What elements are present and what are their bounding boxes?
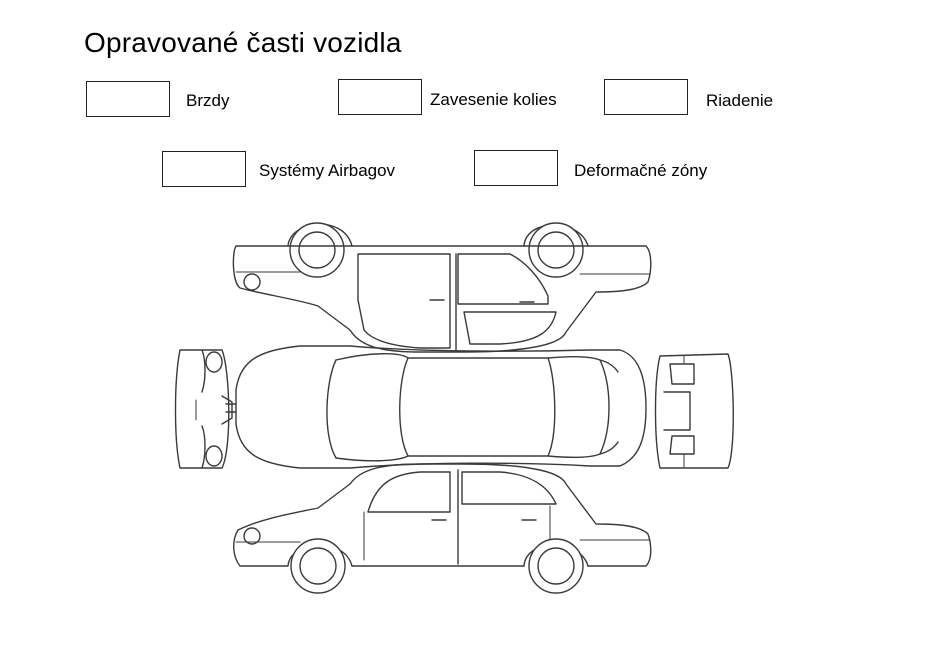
checkbox-riadenie[interactable]	[604, 79, 688, 115]
car-rear-view[interactable]	[654, 353, 734, 469]
label-zavesenie-kolies: Zavesenie kolies	[430, 90, 557, 109]
car-front-view[interactable]	[174, 349, 233, 469]
checkbox-zavesenie-kolies[interactable]	[338, 79, 422, 115]
car-side-bottom-view[interactable]	[233, 463, 652, 594]
car-roof-view[interactable]	[225, 345, 647, 469]
car-side-top-view[interactable]	[232, 222, 652, 353]
label-riadenie: Riadenie	[706, 91, 774, 110]
checkbox-deformacne-zony[interactable]	[474, 150, 558, 186]
label-brzdy: Brzdy	[186, 91, 230, 110]
checkbox-systemy-airbagov[interactable]	[162, 151, 246, 187]
label-deformacne-zony: Deformačné zóny	[574, 161, 708, 180]
label-systemy-airbagov: Systémy Airbagov	[259, 161, 396, 180]
checkbox-brzdy[interactable]	[86, 81, 170, 117]
page-title: Opravované časti vozidla	[84, 27, 402, 58]
